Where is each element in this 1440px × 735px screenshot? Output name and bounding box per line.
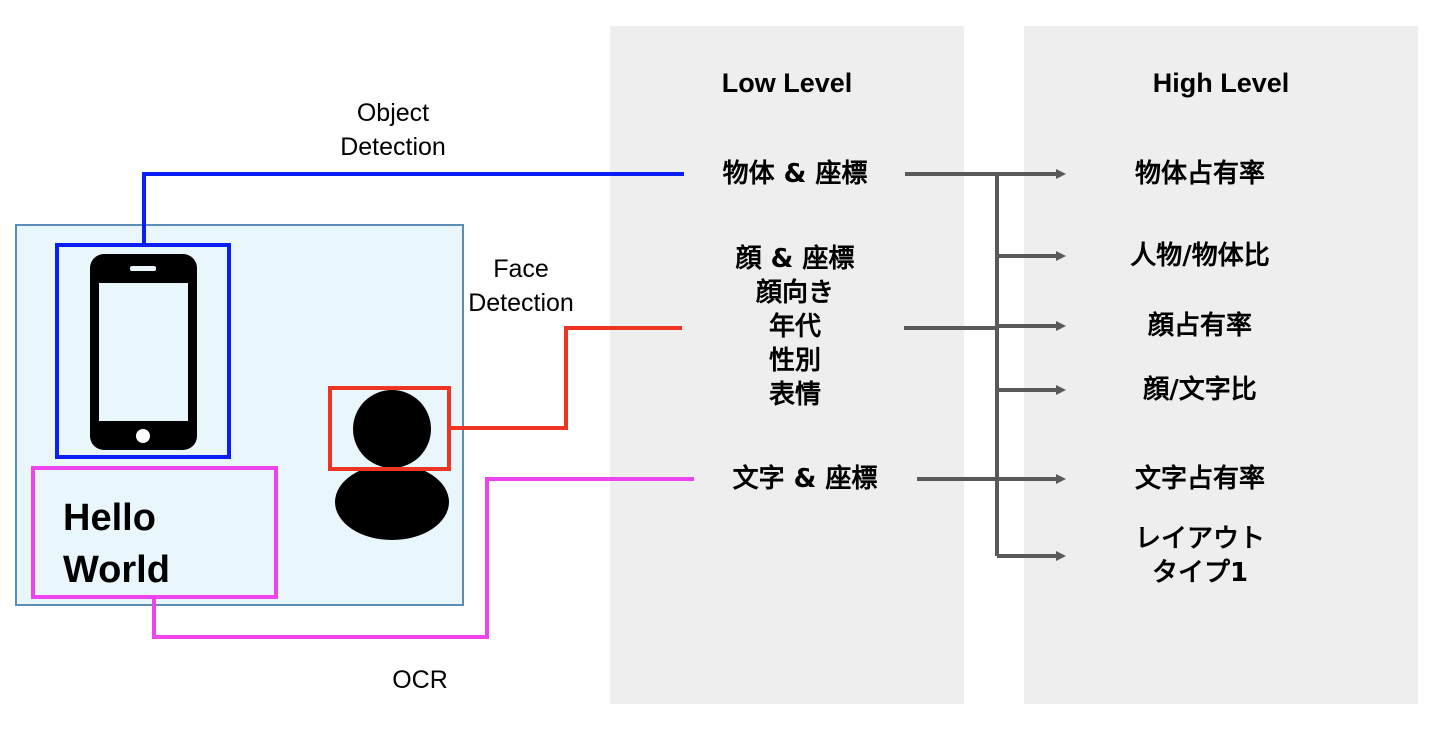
high-level-item-layout-type: レイアウト タイプ1 — [1100, 522, 1300, 590]
sample-text-line: World — [63, 549, 170, 591]
sample-text: Hello World — [63, 492, 170, 596]
high-level-item-text-occupancy: 文字占有率 — [1100, 462, 1300, 497]
face-detection-label: Face Detection — [450, 252, 592, 320]
label-line: Object — [356, 99, 430, 127]
person-icon — [335, 390, 449, 540]
label-line: Face — [493, 255, 549, 283]
low-level-title: Low Level — [721, 68, 853, 98]
low-level-item-text: 文字 & 座標 — [700, 462, 910, 497]
smartphone-icon — [90, 254, 197, 450]
item-line: 文字占有率 — [1134, 464, 1265, 494]
ocr-label: OCR — [370, 663, 470, 697]
item-line: 表情 — [768, 380, 821, 410]
high-level-item-object-occupancy: 物体占有率 — [1100, 157, 1300, 192]
item-line: 文字 & 座標 — [732, 464, 878, 494]
item-line: 顔向き — [755, 278, 834, 308]
low-level-item-face: 顔 & 座標 顔向き 年代 性別 表情 — [690, 242, 900, 412]
item-line: 顔/文字比 — [1143, 375, 1257, 405]
item-line: 人物/物体比 — [1130, 241, 1270, 271]
item-line: レイアウト — [1134, 524, 1265, 554]
item-line: 物体 & 座標 — [722, 159, 868, 189]
label-line: Detection — [468, 289, 574, 317]
item-line: 年代 — [768, 312, 821, 342]
label-line: Detection — [340, 133, 446, 161]
low-level-item-object: 物体 & 座標 — [690, 157, 900, 192]
item-line: 顔 & 座標 — [735, 244, 855, 274]
high-level-item-person-object-ratio: 人物/物体比 — [1100, 239, 1300, 274]
high-level-panel: High Level — [1024, 26, 1418, 704]
high-level-title: High Level — [1152, 68, 1290, 98]
label-line: OCR — [392, 666, 448, 694]
object-detection-label: Object Detection — [322, 96, 464, 164]
sample-text-line: Hello — [63, 497, 156, 539]
item-line: 顔占有率 — [1147, 311, 1252, 341]
ocr-line — [152, 477, 694, 639]
item-line: 性別 — [768, 346, 821, 376]
face-detection-line — [449, 326, 682, 430]
item-line: タイプ1 — [1151, 558, 1249, 588]
object-detection-line — [142, 172, 684, 245]
high-level-item-face-text-ratio: 顔/文字比 — [1100, 373, 1300, 408]
item-line: 物体占有率 — [1134, 159, 1265, 189]
low-level-panel: Low Level — [610, 26, 964, 704]
high-level-item-face-occupancy: 顔占有率 — [1100, 309, 1300, 344]
